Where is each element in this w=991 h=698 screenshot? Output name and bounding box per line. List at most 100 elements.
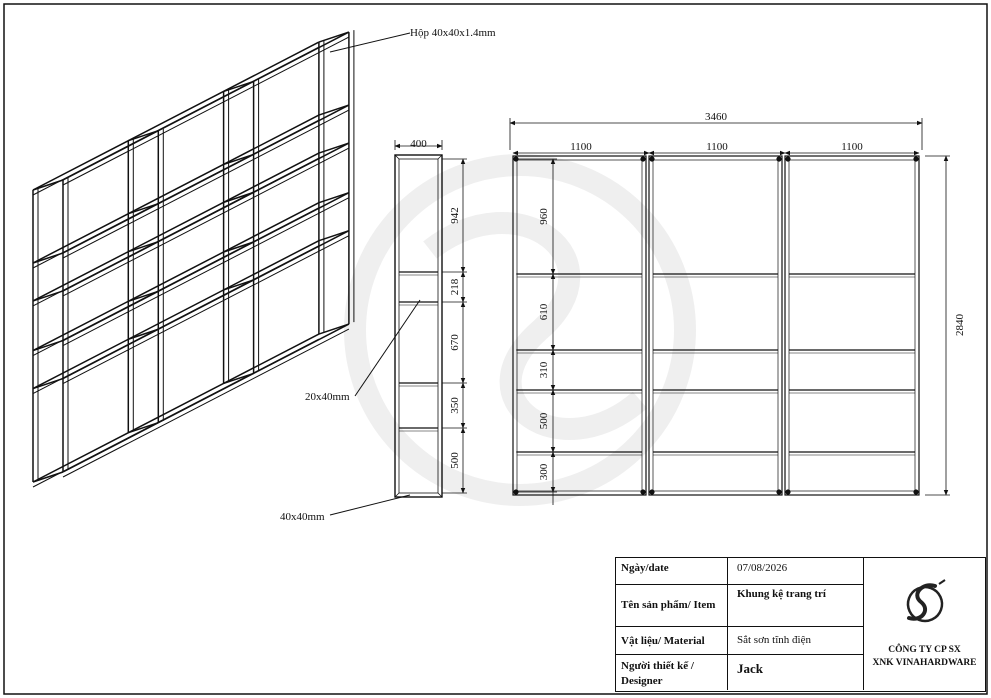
front-bay-width-dimensions: 1100 1100 1100 [512,141,920,156]
dim-label: 670 [449,334,461,351]
title-row-date: Ngày/date 07/08/2026 [616,558,863,585]
iso-rail [32,152,320,302]
iso-tie [318,191,350,204]
designer-label: Người thiết kế / Designer [616,655,728,690]
iso-tie [223,241,254,253]
iso-tie [318,229,350,242]
iso-rail [62,229,350,380]
dim-label: 300 [538,463,550,480]
callout-20x40-text: 20x40mm [305,391,350,403]
iso-rail [62,142,350,292]
iso-rail-edge [62,36,350,186]
iso-rail-edge [62,328,350,478]
company-logo-icon [906,579,946,623]
iso-rail [32,239,320,390]
side-view [394,154,443,498]
bay-width-label: 1100 [841,141,863,153]
material-value: Sắt sơn tĩnh điện [737,634,811,646]
iso-rail-edge [62,235,350,385]
front-bay-outer [784,155,920,496]
front-bolt [785,156,791,162]
iso-rail-edge [62,197,350,347]
front-bolt [913,156,919,162]
front-bay-inner [652,159,779,492]
iso-tie [128,202,159,215]
iso-tie [32,471,64,483]
iso-tie [128,240,159,253]
side-depth-dimension [394,140,443,150]
iso-rail [32,114,320,264]
front-total-height-dimension [925,155,950,496]
company-cell: CÔNG TY CP SX XNK VINAHARDWARE [863,558,985,690]
front-bolt [640,489,646,495]
title-row-designer: Người thiết kế / Designer Jack [616,655,863,690]
iso-tie [318,142,350,154]
iso-tie [32,377,64,390]
dim-label: 942 [449,207,461,224]
front-bolt [913,489,919,495]
iso-tie [223,191,254,204]
isometric-view [32,30,355,488]
iso-tie [128,129,159,142]
company-name-line-2: XNK VINAHARDWARE [872,658,977,668]
front-bay-inner [516,159,643,492]
front-total-width-label: 3460 [705,111,728,123]
front-bay-inner [788,159,916,492]
date-label: Ngày/date [616,558,728,584]
company-name-line-1: CÔNG TY CP SX [888,645,961,655]
front-bolt [785,489,791,495]
title-row-material: Vật liệu/ Material Sắt sơn tĩnh điện [616,627,863,655]
iso-tie [128,290,159,303]
designer-label-line-1: Người thiết kế / [621,660,694,672]
front-bolt [649,489,655,495]
iso-tie [32,252,64,264]
iso-tie [223,372,254,385]
bay-width-label: 1100 [706,141,728,153]
dim-label: 500 [449,452,461,469]
dim-label: 960 [538,208,550,225]
designer-label-line-2: Designer [621,675,663,687]
dim-label: 610 [538,303,550,320]
callout-40x40-text: 40x40mm [280,511,325,523]
iso-rail-edge [62,109,350,259]
product-value: Khung kệ trang trí [737,588,826,600]
callout-tube-main-text: Hộp 40x40x1.4mm [410,27,496,39]
company-name: CÔNG TY CP SX XNK VINAHARDWARE [864,644,985,670]
iso-tie [223,153,254,166]
iso-rail [32,202,320,352]
iso-tie [223,80,254,93]
side-height-dimensions: 942 218 670 350 500 [442,158,467,494]
iso-tie [32,339,64,352]
iso-tie [128,421,159,434]
iso-tie [318,323,350,335]
front-bolt [649,156,655,162]
title-block: Ngày/date 07/08/2026 Tên sản phẩm/ Item … [615,557,986,692]
iso-rail [32,333,320,483]
front-bolt [776,156,782,162]
front-shelf-gap-dimensions: 960 610 310 500 300 [516,158,557,505]
callout-20x40: 20x40mm [305,299,421,403]
watermark-logo [344,154,696,506]
dim-label: 500 [538,412,550,429]
front-bolt [776,489,782,495]
iso-tie [32,290,64,302]
iso-rail [32,41,320,191]
designer-value: Jack [737,661,763,676]
front-total-height-label: 2840 [954,314,966,337]
iso-rail [62,31,350,181]
dim-label: 350 [449,397,461,414]
title-row-product: Tên sản phẩm/ Item Khung kệ trang trí [616,585,863,627]
iso-rail [62,323,350,473]
date-value: 07/08/2026 [737,562,788,574]
side-depth-label: 400 [410,138,427,150]
iso-tie [32,179,64,191]
iso-tie [128,328,159,340]
dim-label: 218 [449,278,461,295]
bay-width-label: 1100 [570,141,592,153]
dim-label: 310 [538,361,550,378]
iso-tie [318,31,350,43]
iso-rail [62,192,350,342]
product-label: Tên sản phẩm/ Item [616,585,728,626]
